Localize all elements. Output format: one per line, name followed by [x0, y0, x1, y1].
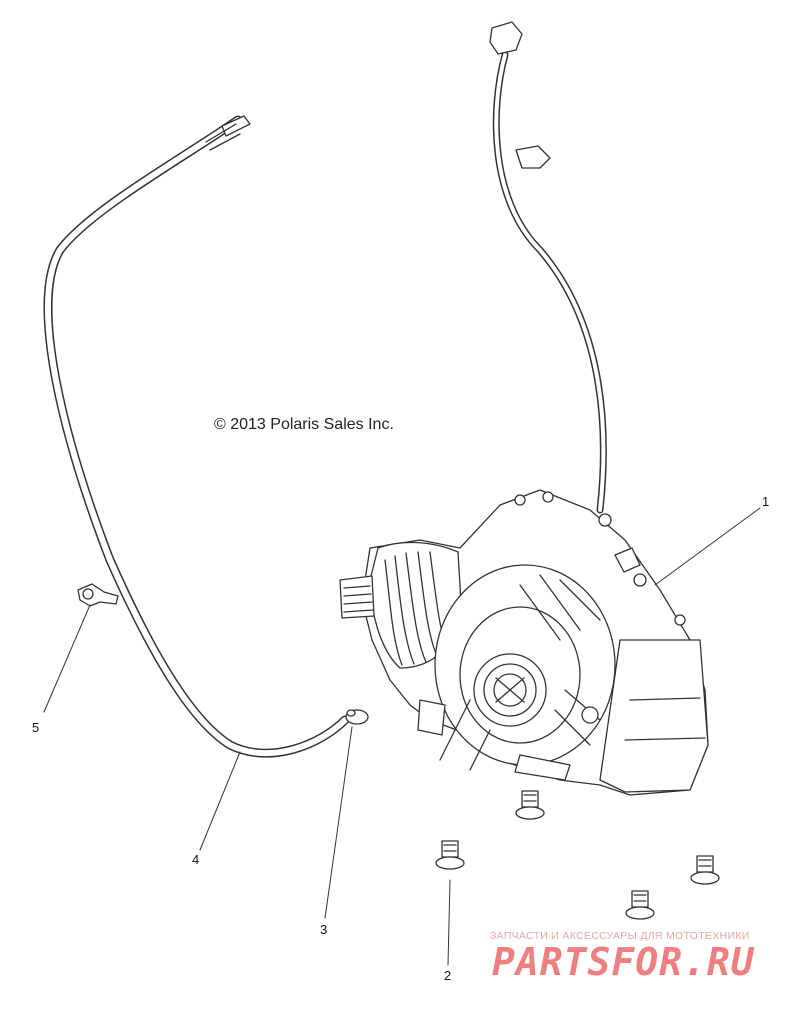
copyright-notice: © 2013 Polaris Sales Inc.: [214, 416, 394, 433]
bolts: [435, 790, 720, 920]
bolt-2: [435, 840, 465, 870]
bolt-3: [690, 855, 720, 885]
callout-1: 1: [762, 494, 770, 509]
gearcase-housing: [339, 489, 709, 796]
watermark-tagline: ЗАПЧАСТИ И АКСЕССУАРЫ ДЛЯ МОТОТЕХНИКИ: [490, 930, 750, 942]
vent-hose: [43, 115, 350, 758]
bolt-4: [625, 890, 655, 920]
watermark-logo: PARTSFOR.RU: [492, 940, 755, 984]
leader-1: [654, 507, 761, 586]
callout-5: 5: [32, 720, 40, 735]
leader-2: [447, 879, 451, 966]
bolt-1: [515, 790, 545, 820]
callout-3: 3: [320, 922, 328, 937]
leader-4: [199, 751, 241, 851]
callout-2: 2: [444, 968, 452, 983]
leader-5: [43, 604, 91, 713]
callout-4: 4: [192, 852, 200, 867]
hose-clamp: [345, 709, 369, 725]
hose-clip: [77, 583, 119, 607]
leader-3: [324, 726, 353, 919]
breather-line: [489, 21, 607, 514]
leader-lines: [43, 507, 761, 966]
